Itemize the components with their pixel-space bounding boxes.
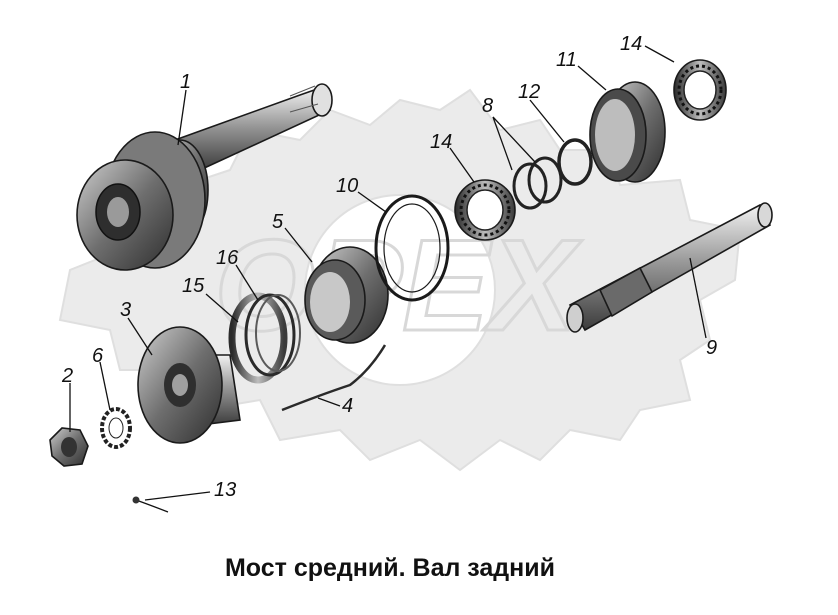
callout-5: 5 <box>272 211 284 233</box>
callout-10: 10 <box>336 175 358 197</box>
callout-11: 11 <box>556 49 577 71</box>
callout-13: 13 <box>214 479 236 501</box>
callout-1: 1 <box>180 71 191 93</box>
callout-16: 16 <box>216 247 239 269</box>
part-14-bearing-upper <box>673 59 727 121</box>
part-8-snap-rings <box>512 156 563 210</box>
callout-15: 15 <box>182 275 205 297</box>
part-13-cotter-pin <box>132 496 169 513</box>
part-15-16-seal-rings <box>228 292 301 384</box>
part-2-nut <box>49 427 89 467</box>
part-11-housing-cup <box>589 81 666 183</box>
part-1-shaft-flange <box>76 83 333 271</box>
callout-3: 3 <box>120 299 131 321</box>
callout-labels: 1 2 3 4 5 6 8 9 10 11 12 13 14 14 15 16 <box>61 33 717 501</box>
diagram-caption: Мост средний. Вал задний <box>225 554 555 582</box>
callout-12: 12 <box>518 81 540 103</box>
part-12-ring <box>557 138 593 186</box>
part-14-bearing-lower <box>454 179 516 241</box>
part-5-bearing-cover <box>304 246 389 344</box>
callout-2: 2 <box>61 365 73 387</box>
part-6-lock-washer <box>100 407 132 449</box>
part-9-rear-shaft <box>566 202 773 333</box>
leader-lines <box>69 45 707 501</box>
callout-4: 4 <box>342 395 353 417</box>
callout-14-upper: 14 <box>620 33 642 55</box>
callout-9: 9 <box>706 337 717 359</box>
part-10-gasket <box>374 194 450 302</box>
callout-6: 6 <box>92 345 104 367</box>
callout-8: 8 <box>482 95 493 117</box>
watermark-text: OPEX <box>214 212 583 358</box>
part-4-wire <box>281 344 387 412</box>
part-3-flange-hub <box>137 326 241 444</box>
callout-14-lower: 14 <box>430 131 452 153</box>
